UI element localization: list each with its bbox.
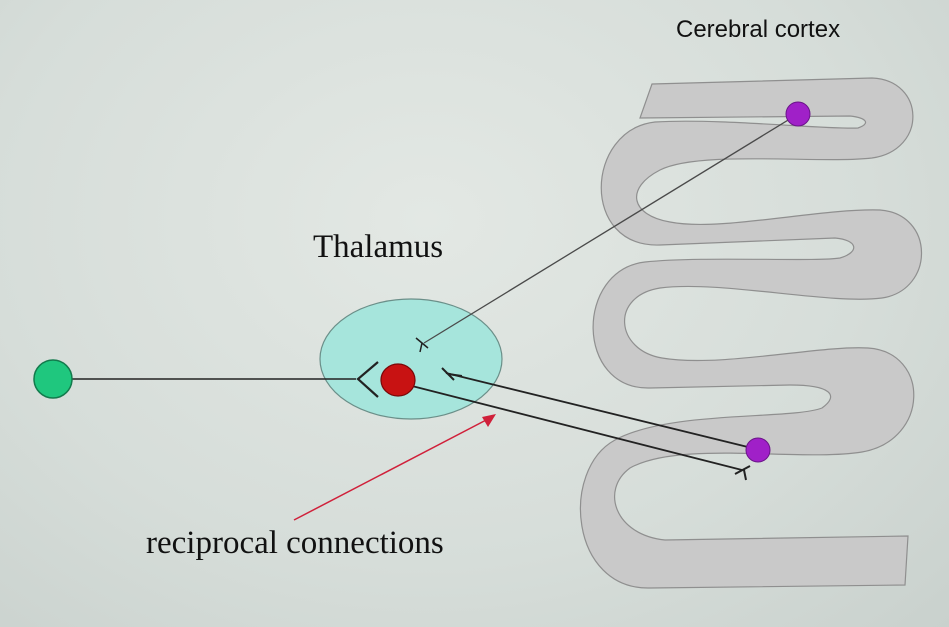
relay-neuron xyxy=(380,363,416,397)
thalamocortical-terminal xyxy=(734,465,751,481)
thalamocortical-axon xyxy=(411,385,743,471)
corticothalamic-axon xyxy=(423,113,799,344)
sensory-synapse-terminal xyxy=(356,361,379,398)
reciprocal-connections-label: reciprocal connections xyxy=(146,525,444,561)
thalamus-label: Thalamus xyxy=(313,229,443,265)
cortical-neuron-lower xyxy=(745,437,771,463)
cortical-neuron-upper xyxy=(785,101,811,127)
reciprocal-arrow-head xyxy=(482,414,496,427)
corticothalamic-terminal xyxy=(415,337,429,353)
thalamus-ellipse xyxy=(319,298,503,420)
cortical-feedback-axon xyxy=(445,372,757,450)
sensory-neuron xyxy=(33,359,73,399)
cerebral-cortex-label: Cerebral cortex xyxy=(676,16,840,43)
cerebral-cortex-band xyxy=(579,77,923,589)
reciprocal-arrow-shaft xyxy=(293,417,491,521)
cortical-feedback-terminal xyxy=(441,367,463,381)
